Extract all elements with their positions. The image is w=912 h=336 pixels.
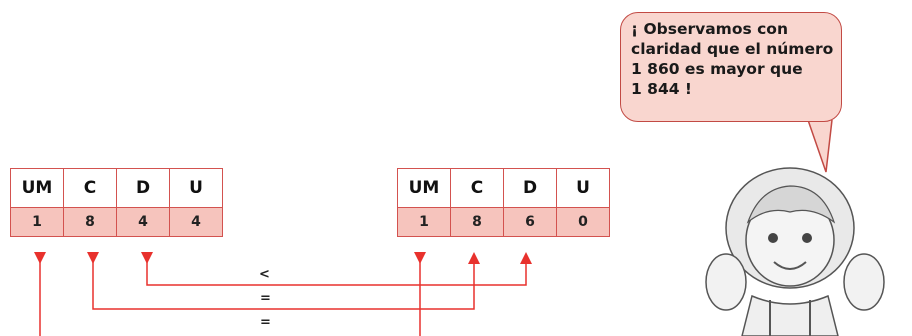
left-value-row: 1 8 4 4 [10,207,223,237]
right-header-c: C [450,168,504,208]
right-place-value-table: UM C D U 1 8 6 0 [397,168,610,237]
right-header-row: UM C D U [397,168,610,208]
comparison-symbol-um: = [260,315,271,330]
girl-illustration [705,167,885,336]
speech-line-2: claridad que el número [631,40,834,58]
comparison-symbol-d: < [259,267,270,282]
arrow-c-comparison [87,252,480,310]
right-value-c: 8 [450,207,504,237]
right-value-um: 1 [397,207,451,237]
speech-line-4: 1 844 ! [631,80,693,98]
right-value-row: 1 8 6 0 [397,207,610,237]
right-header-u: U [556,168,610,208]
left-header-um: UM [10,168,64,208]
speech-line-1: ¡ Observamos con [631,20,788,38]
left-value-c: 8 [63,207,117,237]
comparison-symbol-c: = [260,291,271,306]
left-value-u: 4 [169,207,223,237]
right-header-d: D [503,168,557,208]
speech-line-3: 1 860 es mayor que [631,60,803,78]
arrow-d-comparison [141,252,532,286]
left-value-d: 4 [116,207,170,237]
right-value-d: 6 [503,207,557,237]
left-value-um: 1 [10,207,64,237]
right-value-u: 0 [556,207,610,237]
speech-bubble-tail [807,119,833,173]
left-header-u: U [169,168,223,208]
speech-bubble: ¡ Observamos con claridad que el número … [620,12,842,122]
left-header-row: UM C D U [10,168,223,208]
left-place-value-table: UM C D U 1 8 4 4 [10,168,223,237]
